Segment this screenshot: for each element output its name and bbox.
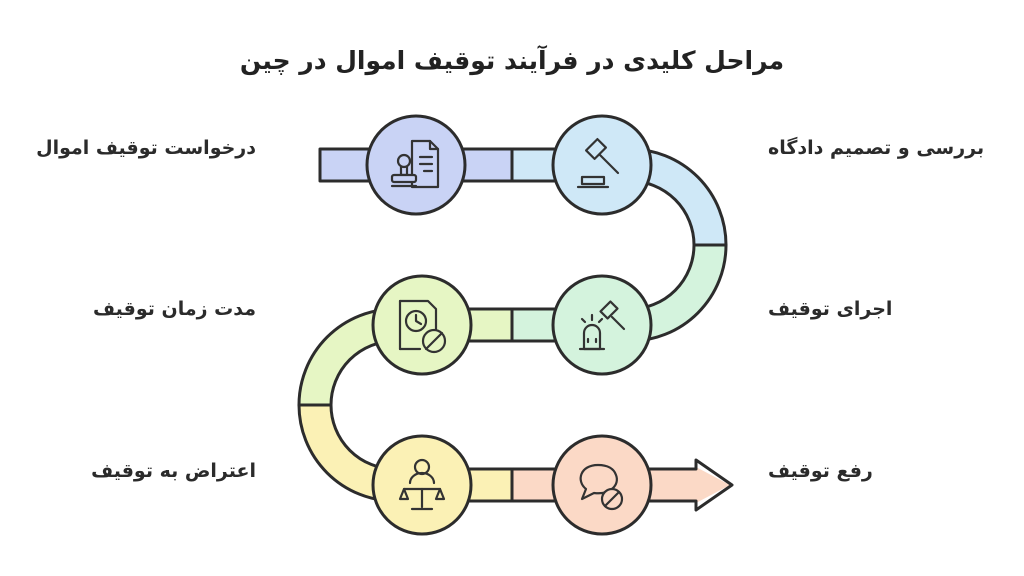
step-label-2: بررسی و تصمیم دادگاه [768,137,985,159]
step-node-2 [551,114,653,216]
person-scales-icon [398,458,446,511]
step-label-4: مدت زمان توقیف [93,298,256,320]
path-outline [297,147,734,512]
arrow-head-fill [696,467,730,503]
speech-bubble-prohibited-icon [579,463,624,511]
clock-document-prohibited-icon [398,299,447,354]
step-node-1 [365,114,467,216]
step-node-4 [371,274,473,376]
step-node-3 [551,274,653,376]
diagram-title: مراحل کلیدی در فرآیند توقیف اموال در چین [239,46,785,75]
step-node-6 [551,434,653,536]
gavel-alarm-icon [578,300,626,351]
step-node-5 [371,434,473,536]
step-label-6: رفع توقیف [768,460,873,482]
gavel-icon [576,138,620,189]
step-label-1: درخواست توقیف اموال [36,137,256,159]
step-label-5: اعتراض به توقیف [91,460,256,482]
document-stamp-icon [390,139,440,189]
step-label-3: اجرای توقیف [768,298,893,320]
